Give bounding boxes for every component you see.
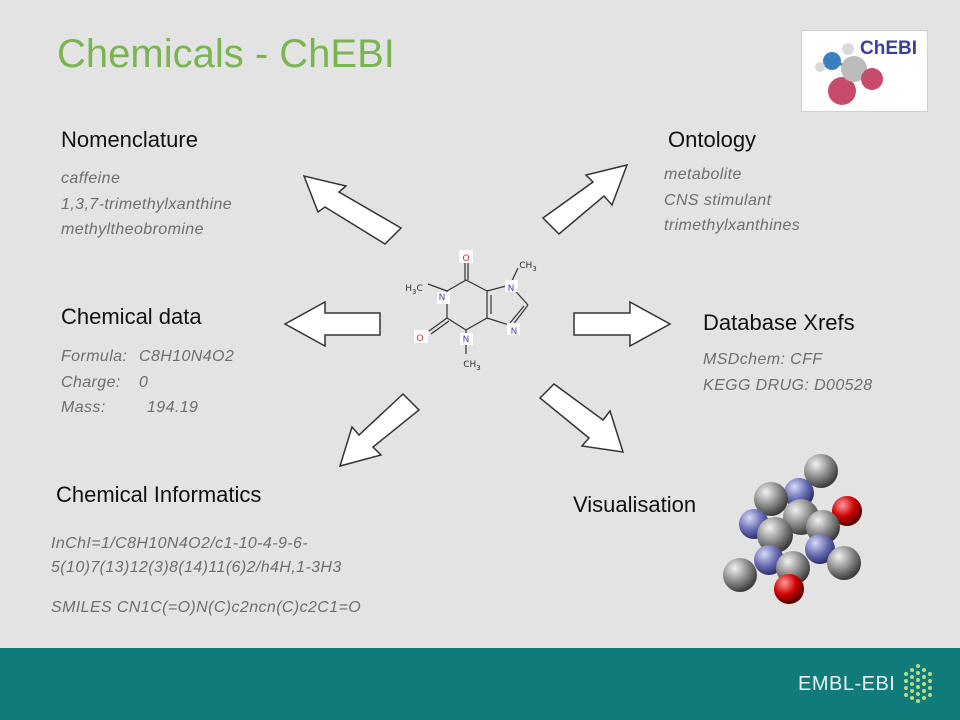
- chemical-data-heading: Chemical data: [61, 304, 202, 329]
- formula-label: Formula:: [61, 348, 128, 365]
- ontology-item: metabolite: [664, 166, 742, 183]
- atom-n3: N: [463, 335, 470, 345]
- xref-item: MSDchem: CFF: [703, 351, 823, 368]
- arrow-informatics-shape: [338, 392, 421, 468]
- methyl-bottom: CH3: [463, 360, 481, 372]
- chemical-data-table: Formula: C8H10N4O2 Charge: 0 Mass: 194.19: [61, 344, 234, 421]
- charge-value: 0: [139, 373, 149, 391]
- footer-text: EMBL-EBI: [798, 673, 896, 695]
- embl-ebi-dots-logo-icon: [904, 664, 932, 703]
- arrow-nomenclature-shape: [302, 174, 403, 245]
- arrow-ontology-shape: [541, 163, 629, 236]
- inchi-text: InChI=1/C8H10N4O2/c1-10-4-9-6- 5(10)7(13…: [51, 532, 342, 580]
- chebi-molecule-logo-icon: [815, 43, 883, 105]
- ontology-heading: Ontology: [668, 127, 757, 152]
- atom-n7: N: [508, 284, 515, 294]
- atom-n1: N: [439, 293, 446, 303]
- mass-label: Mass:: [61, 399, 106, 416]
- ontology-list: metabolite CNS stimulant trimethylxanthi…: [664, 162, 800, 239]
- methyl-top: CH3: [519, 261, 537, 273]
- inchi-line: InChI=1/C8H10N4O2/c1-10-4-9-6-: [51, 535, 309, 552]
- charge-label: Charge:: [61, 373, 121, 391]
- chemical-data-row: Formula: C8H10N4O2: [61, 344, 234, 370]
- ontology-item: CNS stimulant: [664, 191, 772, 209]
- inchi-line: 5(10)7(13)12(3)8(14)11(6)2/h4H,1-3H3: [51, 559, 342, 576]
- nomenclature-item: methyltheobromine: [61, 221, 204, 238]
- ontology-item: trimethylxanthines: [664, 217, 801, 234]
- arrow-chemical-data-shape: [283, 300, 381, 348]
- nomenclature-item: 1,3,7-trimethylxanthine: [61, 195, 233, 213]
- smiles-text: SMILES CN1C(=O)N(C)c2ncn(C)c2C1=O: [51, 599, 362, 616]
- formula-value: C8H10N4O2: [139, 348, 235, 365]
- nomenclature-list: caffeine 1,3,7-trimethylxanthine methylt…: [61, 166, 232, 243]
- database-xrefs-heading: Database Xrefs: [703, 310, 855, 335]
- chemical-informatics-heading: Chemical Informatics: [56, 482, 262, 507]
- mass-value: 194.19: [147, 399, 199, 416]
- nomenclature-item: caffeine: [61, 170, 121, 187]
- chemical-data-row: Charge: 0: [61, 370, 234, 396]
- footer-bar: EMBL-EBI: [0, 648, 960, 720]
- arrow-visualisation-shape: [538, 383, 625, 453]
- chemical-data-row: Mass: 194.19: [61, 395, 234, 421]
- database-xrefs-list: MSDchem: CFF KEGG DRUG: D00528: [703, 347, 873, 398]
- visualisation-heading: Visualisation: [573, 492, 697, 517]
- page-title: Chemicals - ChEBI: [57, 32, 395, 76]
- methyl-left: H3C: [405, 284, 423, 296]
- nomenclature-heading: Nomenclature: [61, 127, 198, 152]
- logo-text: ChEBI: [860, 38, 917, 59]
- xref-item: KEGG DRUG: D00528: [703, 376, 873, 394]
- atom-o-top: O: [462, 254, 469, 264]
- chebi-logo: ChEBI: [801, 30, 928, 112]
- atom-o-left: O: [416, 334, 423, 344]
- arrow-xrefs-shape: [573, 300, 672, 348]
- atom-n9: N: [511, 327, 518, 337]
